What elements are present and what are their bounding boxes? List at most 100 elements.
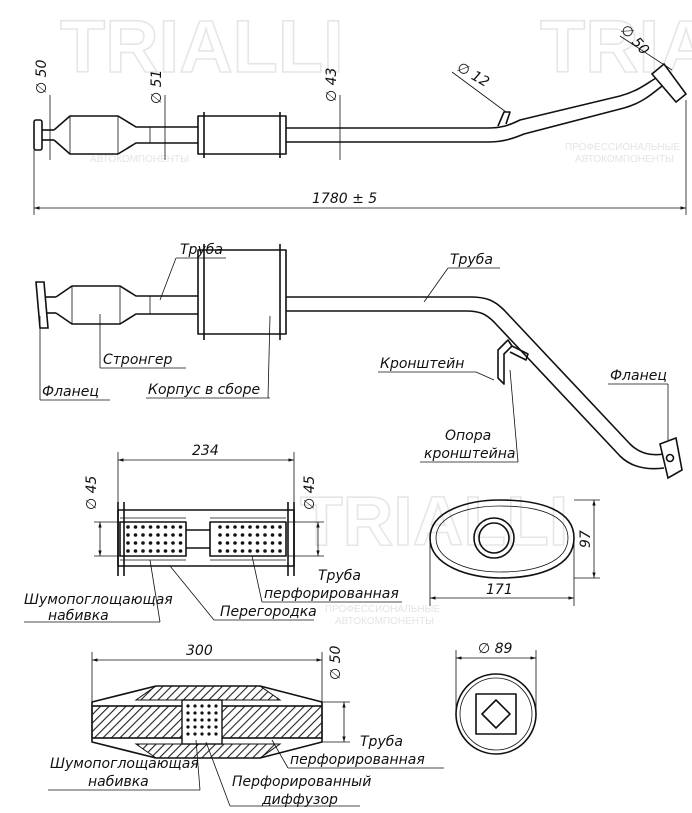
perforation-dot <box>200 725 204 729</box>
perforation-dot <box>178 541 183 545</box>
perforation-dot <box>141 549 145 553</box>
conv-diffuser-2: диффузор <box>261 792 338 808</box>
dim-total-length: 1780 ± 5 <box>312 191 377 207</box>
perforation-dot <box>186 718 190 722</box>
rear-pipe-top <box>286 77 657 129</box>
perforation-dot <box>207 704 211 708</box>
muffler-side <box>197 249 287 335</box>
perf-pipe-left <box>119 521 187 557</box>
label-bracket: Кронштейн <box>380 356 464 372</box>
round-diamond <box>481 699 511 729</box>
muffler-partition: Перегородка <box>220 604 317 620</box>
perforation-dots-left <box>126 525 183 553</box>
bracket-side <box>497 339 513 385</box>
muffler-absorbing-1: Шумопоглощающая <box>24 592 173 608</box>
perforation-dot <box>186 725 190 729</box>
perforation-dot <box>225 541 230 545</box>
perforation-dot <box>148 525 153 529</box>
perforation-dot <box>186 711 190 715</box>
perforation-dot <box>148 533 153 537</box>
watermark-slogan-3: АВТОКОМПОНЕНТЫ <box>90 154 189 165</box>
label-body-assembly: Корпус в сборе <box>148 382 260 398</box>
perforation-dot <box>248 541 252 545</box>
perforation-dots-converter <box>186 704 218 736</box>
conv-absorbing-2: набивка <box>88 774 149 790</box>
perforation-dot <box>233 549 237 553</box>
converter-side <box>55 285 150 298</box>
perforation-dot <box>240 549 245 553</box>
dim-d45-right: ∅ 45 <box>302 475 318 510</box>
perforation-dot <box>270 549 275 553</box>
watermark-slogan-1: ПРОФЕССИОНАЛЬНЫЕ <box>565 142 680 153</box>
label-pipe-top: Труба <box>180 242 223 258</box>
label-stronger: Стронгер <box>103 352 173 368</box>
muffler-perf-pipe-1: Труба <box>318 568 361 584</box>
dim-d45-left: ∅ 45 <box>84 475 100 510</box>
perforation-dot <box>133 525 138 529</box>
perforation-dot <box>163 541 168 545</box>
dim-d51: ∅ 51 <box>149 70 165 104</box>
perforation-dot <box>141 541 145 545</box>
left-flange-side <box>35 281 49 329</box>
perforation-dot <box>255 541 260 545</box>
perforation-dot <box>233 541 237 545</box>
perforation-dot <box>240 541 245 545</box>
perforation-dot <box>178 525 183 529</box>
perforation-dot <box>200 711 204 715</box>
perforation-dot <box>263 525 267 529</box>
perforation-dot <box>214 725 218 729</box>
perforation-dot <box>225 533 230 537</box>
perforation-dot <box>156 549 160 553</box>
perforation-dot <box>200 732 204 736</box>
perforation-dot <box>171 549 175 553</box>
perforation-dot <box>207 711 211 715</box>
perforation-dot <box>278 549 282 553</box>
perforation-dot <box>218 533 222 537</box>
perforation-dot <box>255 549 260 553</box>
dim-converter-length: 300 <box>186 643 213 659</box>
perforation-dot <box>141 533 145 537</box>
perforation-dot <box>126 525 130 529</box>
dim-oval-height: 97 <box>578 530 594 548</box>
label-support-2: кронштейна <box>424 446 515 462</box>
dim-d43: ∅ 43 <box>324 68 340 102</box>
conv-diffuser-1: Перфорированный <box>232 774 371 790</box>
watermark-logo-1: TRIALLI <box>60 5 344 88</box>
perforation-dot <box>171 533 175 537</box>
watermark-slogan-5: АВТОКОМПОНЕНТЫ <box>335 616 434 627</box>
perforation-dot <box>193 732 197 736</box>
perforation-dot <box>240 525 245 529</box>
right-flange-top <box>650 62 688 104</box>
muffler-perf-pipe-2: перфорированная <box>264 586 399 602</box>
watermark-slogan-4: ПРОФЕССИОНАЛЬНЫЕ <box>325 604 440 615</box>
right-flange-side <box>659 436 683 480</box>
perforation-dot <box>148 541 153 545</box>
perforation-dot <box>263 541 267 545</box>
perforation-dot <box>214 718 218 722</box>
muffler-absorbing-2: набивка <box>48 608 109 624</box>
perforation-dot <box>193 704 197 708</box>
perforation-dot <box>171 541 175 545</box>
perforation-dot <box>225 525 230 529</box>
dim-d12: ∅ 12 <box>454 60 492 91</box>
perforation-dot <box>270 533 275 537</box>
perforation-dot <box>248 533 252 537</box>
perforation-dot <box>278 533 282 537</box>
perforation-dot <box>163 549 168 553</box>
perforation-dot <box>278 541 282 545</box>
perforation-dot <box>225 549 230 553</box>
label-flange-right: Фланец <box>610 368 667 384</box>
perforation-dots-right <box>218 525 282 553</box>
perforation-dot <box>171 525 175 529</box>
perforation-dot <box>156 533 160 537</box>
perforation-dot <box>193 725 197 729</box>
perforation-dot <box>141 525 145 529</box>
oval-view: 97 171 <box>429 499 600 606</box>
perforation-dot <box>233 533 237 537</box>
perforation-dot <box>278 525 282 529</box>
perforation-dot <box>248 525 252 529</box>
left-flange-top <box>33 119 43 151</box>
rear-pipe-side <box>286 296 665 456</box>
perforation-dot <box>126 549 130 553</box>
